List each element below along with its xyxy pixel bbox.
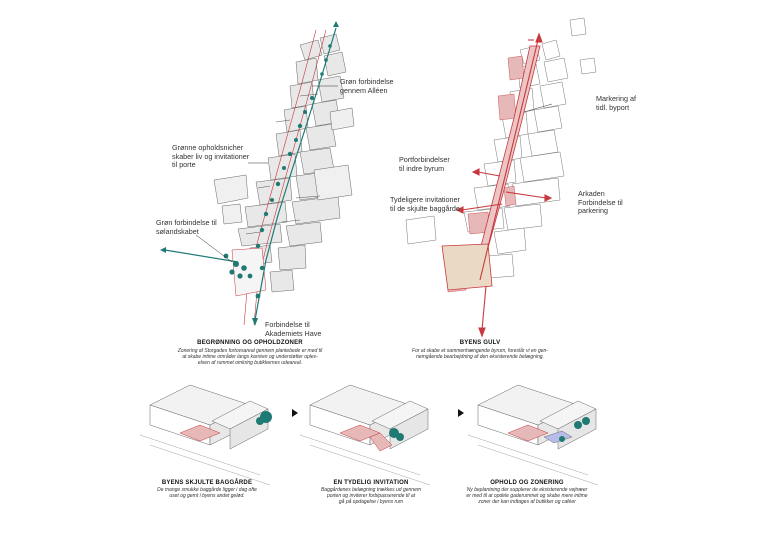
arrow-right-icon xyxy=(458,409,464,417)
step1-body: De mange smukke baggårde ligger i dag of… xyxy=(157,487,257,500)
step2-title: EN TYDELIG INVITATION xyxy=(333,480,409,486)
step3-body: Ny beplantning der supplerer de eksister… xyxy=(466,487,588,506)
arrow-right-icon xyxy=(292,409,298,417)
label-green-niches: Grønne opholdsnicher skaber liv og invit… xyxy=(172,143,250,170)
left-caption-title: BEGRØNNING OG OPHOLDZONER xyxy=(197,340,303,346)
step1-drawing xyxy=(139,384,272,486)
right-caption-body: For at skabe et sammenhængende byrum, fo… xyxy=(412,348,548,361)
label-tydeligere: Tydeligere invitationer til de skjulte b… xyxy=(390,195,460,213)
right-map: Markering af tidl. byport Portforbindels… xyxy=(384,0,768,345)
label-green-soland: Grøn forbindelse til sølandskabet xyxy=(156,218,217,236)
label-markering: Markering af tidl. byport xyxy=(596,94,636,112)
step2-drawing xyxy=(299,384,431,486)
right-map-drawing xyxy=(405,17,597,338)
label-arkaden: Arkaden Forbindelse til parkering xyxy=(578,189,623,216)
axonometric-drawings xyxy=(139,384,599,486)
step2-body: Baggårdenes belægning trækkes ud gennem … xyxy=(320,487,422,506)
label-portforbindelser: Portforbindelser til indre byrum xyxy=(399,155,450,173)
step1-title: BYENS SKJULTE BAGGÅRDE xyxy=(161,480,253,486)
left-caption-body: Zonering af Storgades fortovsareal genne… xyxy=(177,348,323,367)
step3-drawing xyxy=(467,384,599,486)
left-map-drawing xyxy=(160,21,355,326)
step-diagrams xyxy=(0,375,768,495)
right-caption-title: BYENS GULV xyxy=(459,340,501,346)
left-map: Grøn forbindelse gennem Alléen Grønne op… xyxy=(0,0,394,345)
step3-title: OPHOLD OG ZONERING xyxy=(490,480,564,486)
label-akademi: Forbindelse til Akademiets Have xyxy=(265,320,322,338)
label-green-alle: Grøn forbindelse gennem Alléen xyxy=(340,77,394,95)
